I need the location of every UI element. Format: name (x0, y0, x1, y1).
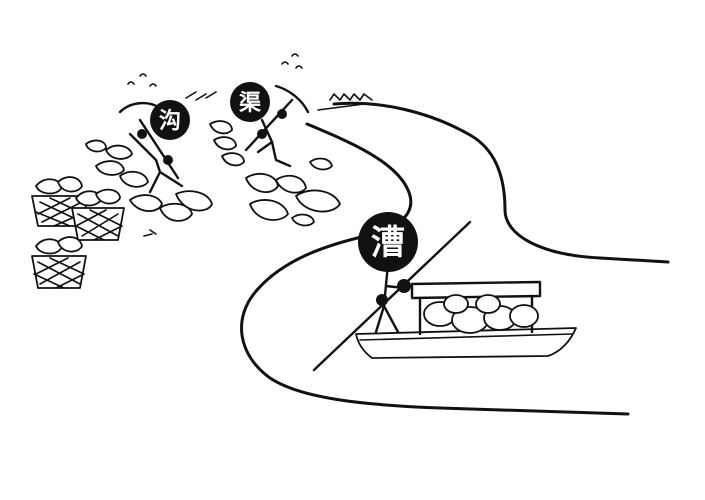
boatman-cao (312, 220, 472, 372)
digger-qu (244, 53, 310, 168)
label-gou-text: 沟 (159, 108, 181, 134)
label-qu: 渠 (230, 82, 270, 122)
river (240, 93, 670, 416)
basket-2 (71, 188, 125, 241)
basket-3 (31, 236, 87, 289)
label-gou: 沟 (150, 100, 190, 140)
river-bank-inner (240, 122, 630, 416)
boat-canopy (410, 280, 542, 300)
label-cao: 漕 (358, 212, 418, 272)
digger-gou (118, 73, 184, 194)
wall-top (329, 93, 373, 101)
label-qu-text: 渠 (239, 90, 261, 116)
boat (355, 280, 577, 359)
wall-top-2 (317, 103, 365, 111)
baskets (31, 176, 125, 289)
boat-cargo (423, 294, 539, 334)
punting-pole (312, 220, 472, 372)
river-bank-upper (332, 101, 670, 264)
dirt-pile (85, 91, 341, 237)
label-cao-text: 漕 (371, 223, 405, 263)
